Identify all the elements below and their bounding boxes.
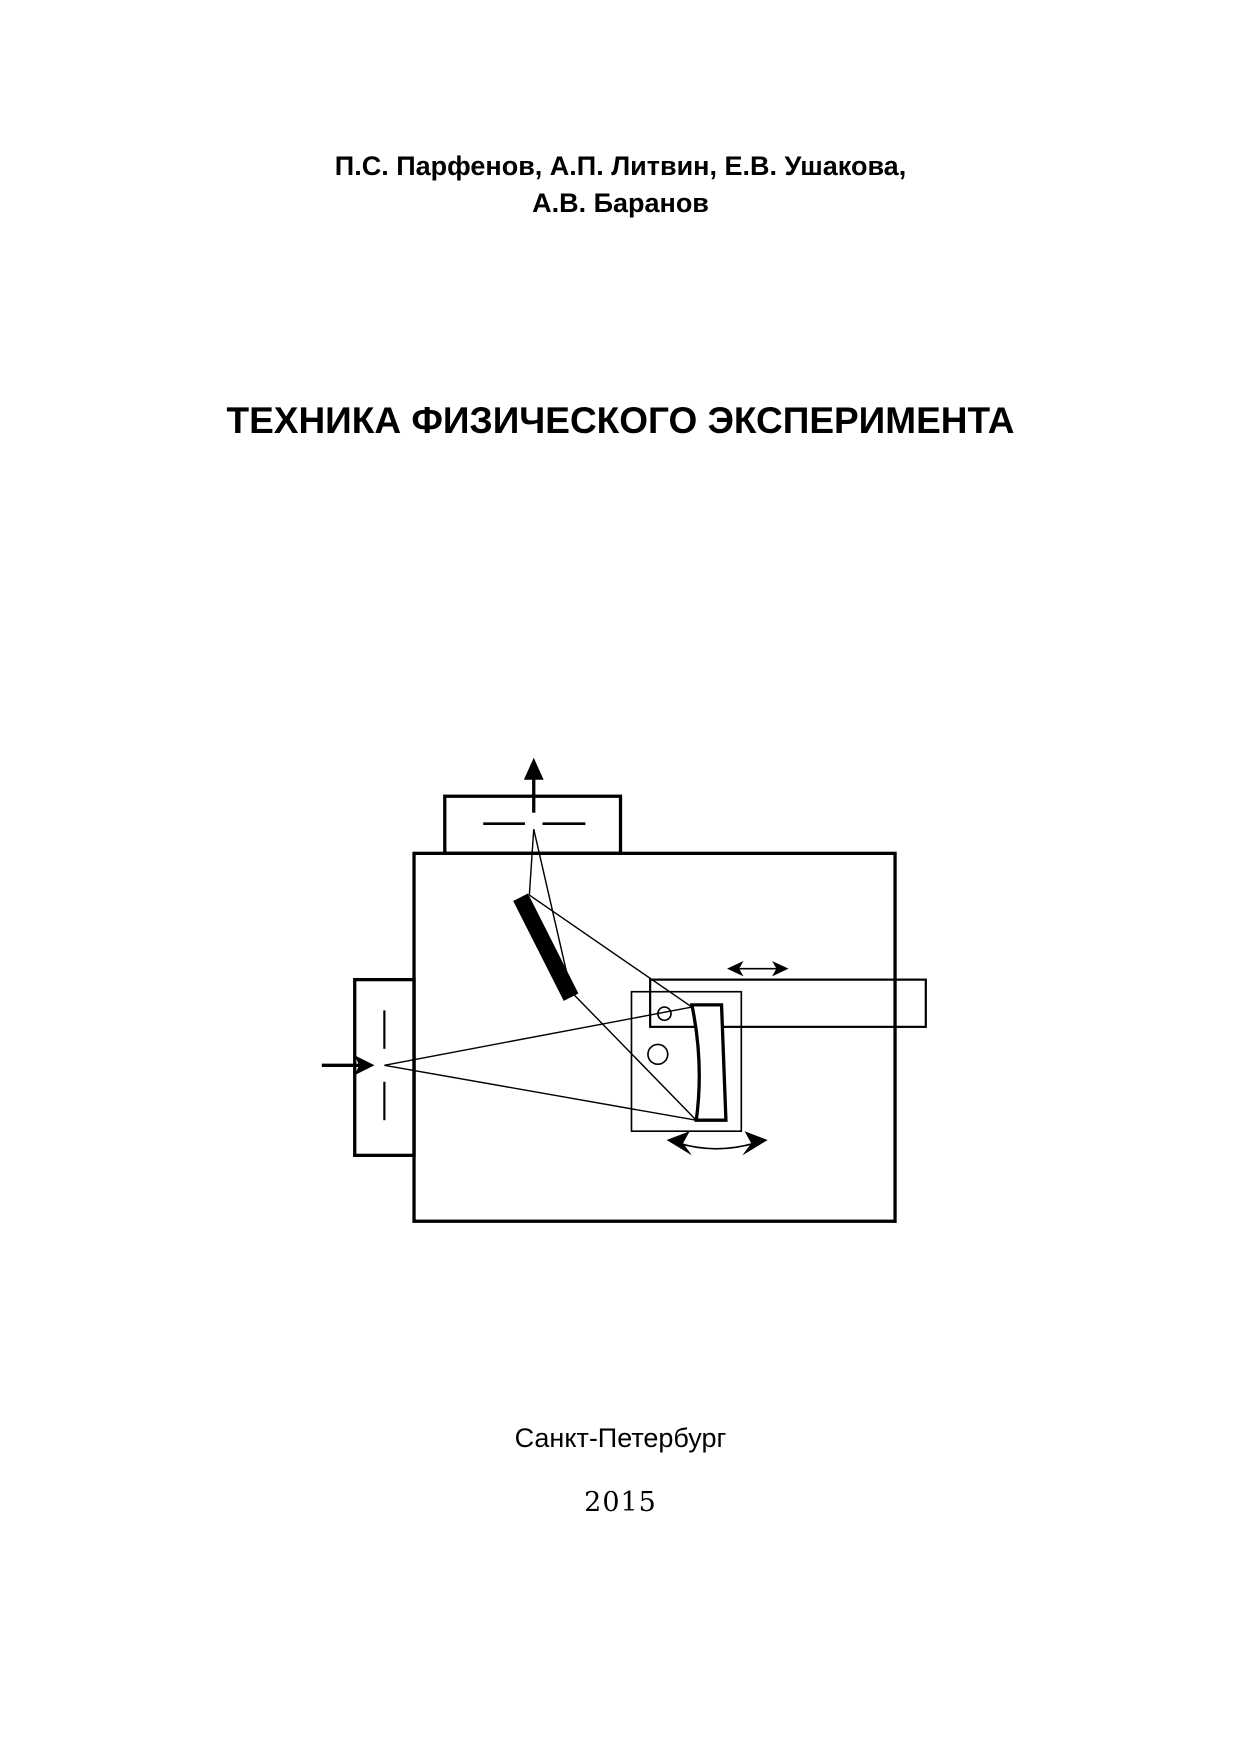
translate-arrow-icon	[727, 960, 789, 977]
slide-bar	[649, 978, 927, 1028]
mirror-mount	[630, 990, 743, 1133]
rotate-arrow-icon	[666, 1131, 768, 1156]
diffraction-grating	[513, 893, 579, 1001]
adjust-circle	[647, 1043, 669, 1066]
publication-city: Санкт-Петербург	[514, 1423, 727, 1453]
authors-line-1: П.С. Парфенов, А.П. Литвин, Е.В. Ушакова…	[334, 151, 907, 181]
exit-arrow-icon	[523, 757, 544, 813]
small-circle	[657, 1006, 672, 1022]
main-housing	[412, 851, 897, 1223]
book-title: ТЕХНИКА ФИЗИЧЕСКОГО ЭКСПЕРИМЕНТА	[226, 400, 1015, 441]
light-rays	[384, 829, 697, 1121]
concave-mirror	[689, 1003, 728, 1122]
entrance-slit-housing	[353, 977, 416, 1157]
entrance-arrow-icon	[321, 1055, 375, 1076]
publication-year: 2015	[584, 1487, 657, 1518]
authors-line-2: А.В. Баранов	[532, 188, 709, 218]
authors: П.С. Парфенов, А.П. Литвин, Е.В. Ушакова…	[0, 148, 1241, 222]
